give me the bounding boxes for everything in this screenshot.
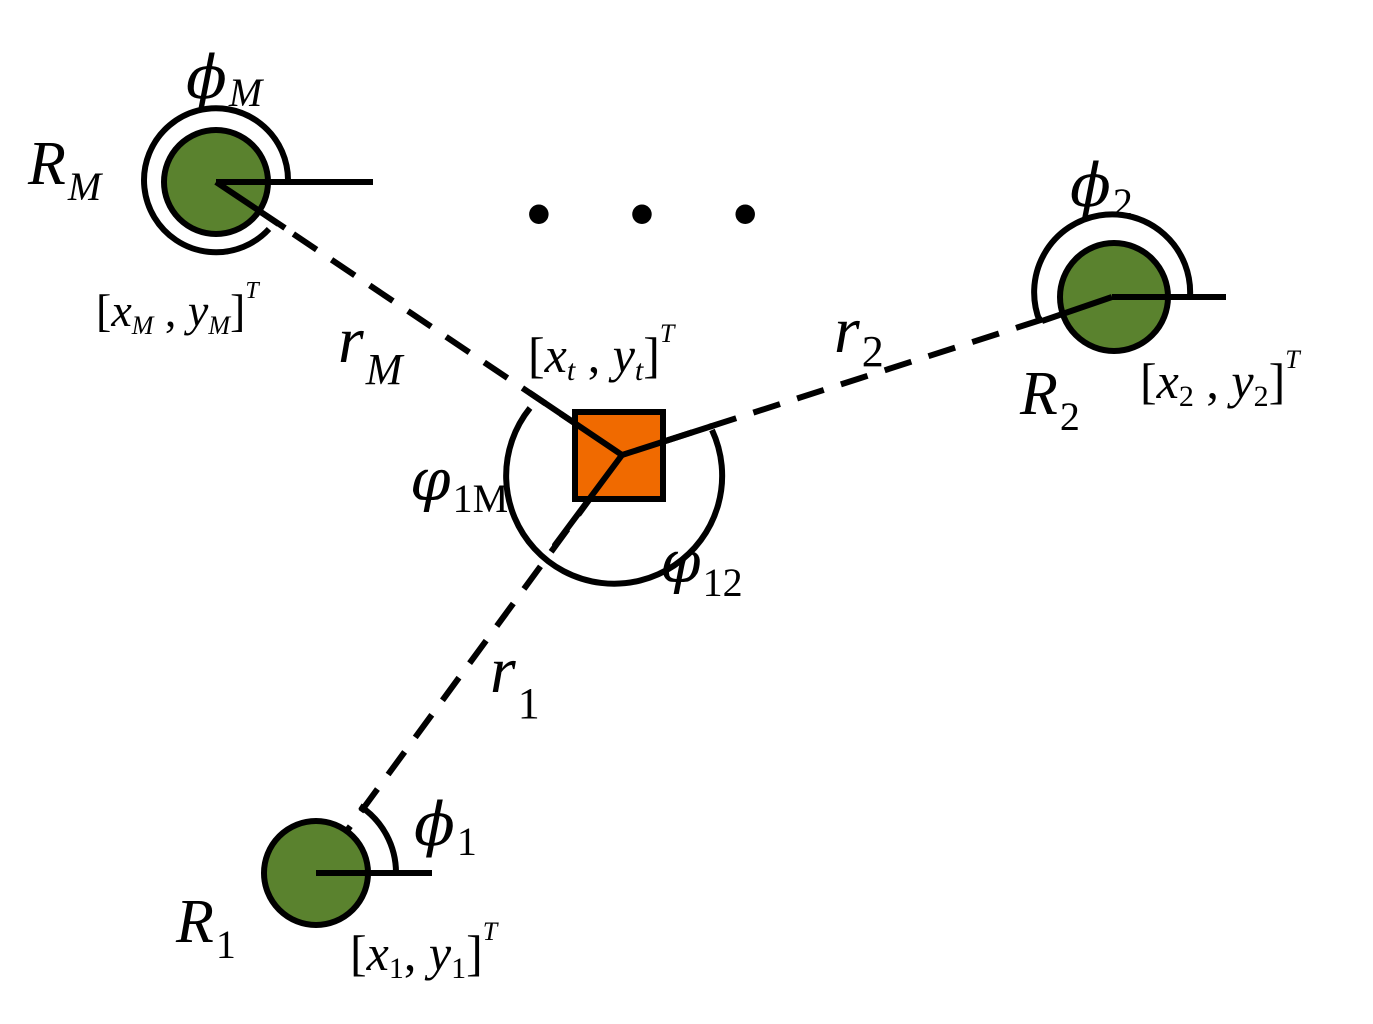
receiver-2-bearing-line [1041, 294, 1113, 324]
coord-comma: , [404, 925, 429, 981]
receiver-2-angle-label: ϕ2 [1070, 151, 1133, 225]
coord-y: y [424, 925, 452, 981]
angle-12-symbol: φ [660, 528, 701, 596]
range-2-label-sub: 2 [862, 327, 884, 376]
angle-1M-symbol: φ [410, 446, 451, 514]
coord-comma: , [1194, 353, 1232, 409]
receiver-1-label-main: R [175, 888, 214, 956]
angle-12-sub: 12 [703, 560, 743, 605]
coord-x-sub: t [567, 354, 576, 387]
angle-12-label: φ12 [660, 528, 743, 605]
target-square [572, 409, 666, 502]
receiver-M-angle-arc [141, 105, 292, 256]
range-M-label: rM [338, 304, 405, 394]
receiver-1-angle-label: ϕ1 [414, 790, 477, 864]
coord-y: y [608, 327, 636, 383]
coord-y: y [1226, 353, 1254, 409]
receiver-M-label-sub: M [67, 164, 104, 209]
receiver-1 [261, 803, 432, 928]
receiver-2-angle-arc [1031, 211, 1194, 324]
receiver-2-label-sub: 2 [1060, 394, 1080, 439]
range-M-label-main: r [338, 304, 364, 377]
range-2-label: r2 [834, 294, 884, 376]
coord-x: x [1156, 353, 1179, 409]
range-1-label-main: r [490, 634, 516, 707]
target-bearing-line-1 [552, 452, 625, 548]
coord-bracket-open: [ [96, 285, 111, 336]
coord-transpose: T [245, 278, 260, 304]
receiver-M-coordinate: [xM , yM]T [96, 278, 260, 340]
target-coordinate: [xt , yt]T [528, 319, 676, 387]
receiver-1-angle-arc [358, 803, 400, 874]
coord-transpose: T [660, 319, 676, 348]
coord-bracket-close: ] [230, 285, 245, 336]
receiver-2-label: R2 [1019, 360, 1080, 439]
receiver-1-label: R1 [175, 888, 236, 967]
range-line-2 [621, 294, 1113, 458]
receiver-2-angle-sub: 2 [1113, 180, 1133, 225]
receiver-1-angle-symbol: ϕ [414, 790, 455, 860]
target-bearing-line-2 [619, 423, 715, 458]
receiver-M-bearing-line [214, 179, 287, 231]
receiver-2-label-main: R [1019, 360, 1058, 428]
coord-x: x [366, 925, 389, 981]
receiver-M-label-main: R [27, 130, 66, 198]
angle-1M-sub: 1M [453, 476, 509, 521]
receiver-M-angle-label: ϕM [186, 43, 265, 115]
coord-x: x [544, 327, 567, 383]
coord-y-sub: 2 [1254, 380, 1269, 413]
coord-x: x [110, 285, 132, 336]
receiver-1-label-sub: 1 [216, 922, 236, 967]
coord-bracket-close: ] [643, 327, 660, 383]
range-line-M [214, 179, 624, 458]
receiver-2-angle-symbol: ϕ [1070, 151, 1111, 221]
range-lines [214, 179, 1113, 875]
receiver-1-angle-sub: 1 [457, 819, 477, 864]
range-1-label: r1 [490, 634, 540, 728]
coord-transpose: T [483, 917, 499, 946]
target-angle-arc [503, 406, 726, 587]
receiver-M [141, 105, 373, 256]
coord-y-sub: M [207, 311, 231, 340]
receiver-M-label: RM [27, 130, 104, 209]
receiver-M-angle-symbol: ϕ [186, 43, 227, 113]
target-bearing-lines [527, 390, 715, 548]
coord-bracket-close: ] [1269, 353, 1286, 409]
receiver-1-coordinate: [x1, y1]T [350, 917, 499, 985]
coord-bracket-open: [ [1140, 353, 1157, 409]
range-1-label-sub: 1 [518, 679, 540, 728]
coord-bracket-close: ] [466, 925, 483, 981]
coord-comma: , [575, 327, 613, 383]
range-2-label-main: r [834, 294, 860, 367]
coord-transpose: T [1285, 345, 1301, 374]
range-M-label-sub: M [365, 345, 405, 394]
coord-x-sub: M [131, 311, 155, 340]
coord-y-sub: t [635, 354, 644, 387]
receiver-2-coordinate: [x2 , y2]T [1140, 345, 1301, 413]
coord-comma: , [153, 285, 188, 336]
coord-x-sub: 1 [389, 952, 404, 985]
coord-x-sub: 2 [1179, 380, 1194, 413]
ellipsis: • • • [526, 174, 788, 254]
receiver-2 [1031, 211, 1226, 354]
coord-y: y [184, 285, 209, 336]
coord-y-sub: 1 [451, 952, 466, 985]
coord-bracket-open: [ [528, 327, 545, 383]
coord-bracket-open: [ [350, 925, 367, 981]
range-line-1 [313, 453, 625, 875]
receiver-M-angle-sub: M [228, 70, 265, 115]
target-bearing-line-M [527, 390, 625, 458]
angle-1M-label: φ1M [410, 446, 508, 521]
